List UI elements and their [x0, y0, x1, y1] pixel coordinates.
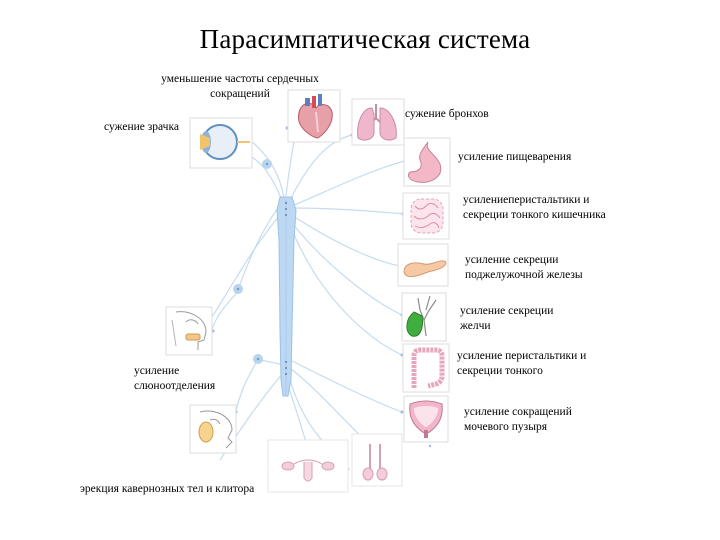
spinal-cord — [276, 196, 297, 397]
label-colon: усиление перистальтики и секреции тонког… — [457, 349, 586, 379]
gallbladder-icon — [401, 292, 447, 342]
label-bile-line2: желчи — [460, 320, 491, 332]
label-heart-line1: уменьшение частоты сердечных — [161, 73, 319, 85]
colon-icon — [402, 343, 450, 393]
eye-icon — [189, 117, 253, 169]
bladder-icon — [403, 395, 449, 443]
label-intestine-line2: секреции тонкого кишечника — [463, 209, 606, 221]
label-colon-line2: секреции тонкого — [457, 365, 543, 377]
label-heart: уменьшение частоты сердечных сокращений — [150, 72, 330, 102]
label-pupil: сужение зрачка — [104, 121, 179, 133]
label-bladder: усиление сокращений мочевого пузыря — [464, 405, 572, 435]
label-heart-line2: сокращений — [210, 88, 270, 100]
label-pancreas-line1: усиление секреции — [465, 254, 559, 266]
label-saliva-line1: усиление — [134, 365, 180, 377]
label-bladder-line1: усиление сокращений — [464, 406, 572, 418]
nerve-endpoints — [211, 126, 432, 454]
label-colon-line1: усиление перистальтики и — [457, 350, 587, 362]
pancreas-icon — [397, 243, 449, 287]
label-intestine: усилениеперистальтики и секреции тонкого… — [463, 193, 606, 223]
label-bile: усиление секреции желчи — [460, 304, 553, 334]
stomach-icon — [403, 137, 451, 187]
face-gland-icon — [189, 404, 237, 454]
ganglia — [233, 159, 272, 364]
label-digestion: усиление пищеварения — [458, 151, 572, 163]
label-saliva: усиление слюноотделения — [134, 364, 215, 394]
female-organs-icon — [267, 439, 349, 493]
label-bile-line1: усиление секреции — [460, 305, 554, 317]
lungs-icon — [351, 98, 405, 146]
label-erection: эрекция кавернозных тел и клитора — [80, 483, 255, 495]
label-bronchi: сужение бронхов — [405, 108, 489, 120]
face-saliva-icon — [165, 306, 213, 356]
male-organs-icon — [351, 433, 403, 487]
label-pancreas-line2: поджелужочной железы — [465, 269, 583, 281]
page-title: Парасимпатическая система — [199, 24, 531, 54]
label-bladder-line2: мочевого пузыря — [464, 421, 547, 433]
label-saliva-line2: слюноотделения — [134, 380, 216, 392]
heart-icon — [287, 89, 341, 143]
label-pancreas: усиление секреции поджелужочной железы — [465, 253, 583, 283]
small-intestine-icon — [402, 192, 450, 240]
label-intestine-line1: усилениеперистальтики и — [463, 194, 590, 206]
